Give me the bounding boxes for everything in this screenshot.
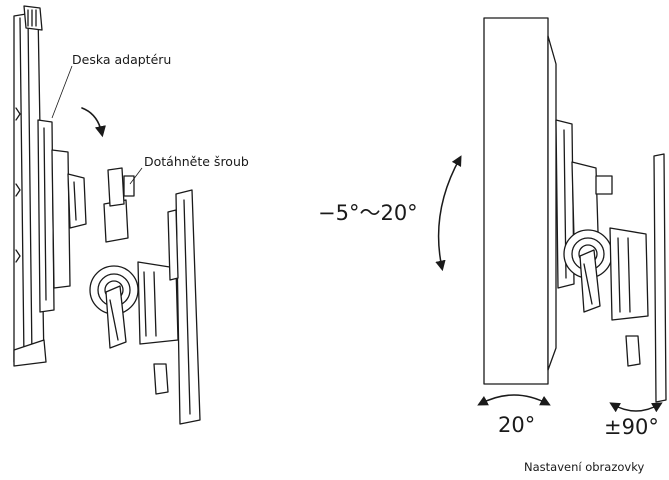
tighten-screw-label: Dotáhněte šroub [144,154,249,169]
screw-leader-line [129,167,143,185]
swivel-arrow [477,394,551,406]
arm-assembly-left [89,167,201,425]
tilt-arrow [435,155,462,272]
tilt-range-label: −5°～20° [318,201,418,225]
adapter-leader-line [51,65,73,119]
adapter-plate-label: Deska adaptéru [72,52,171,67]
rotation-arrow [609,402,663,413]
rotation-angle-label: ±90° [604,415,659,439]
adapter-plate-drawing [13,5,87,367]
screen-adjustment-caption: Nastavení obrazovky [524,460,644,474]
tighten-arrow [81,107,106,138]
monitor-side-view [483,17,613,385]
arm-assembly-right [563,153,667,403]
swivel-angle-label: 20° [498,413,535,437]
